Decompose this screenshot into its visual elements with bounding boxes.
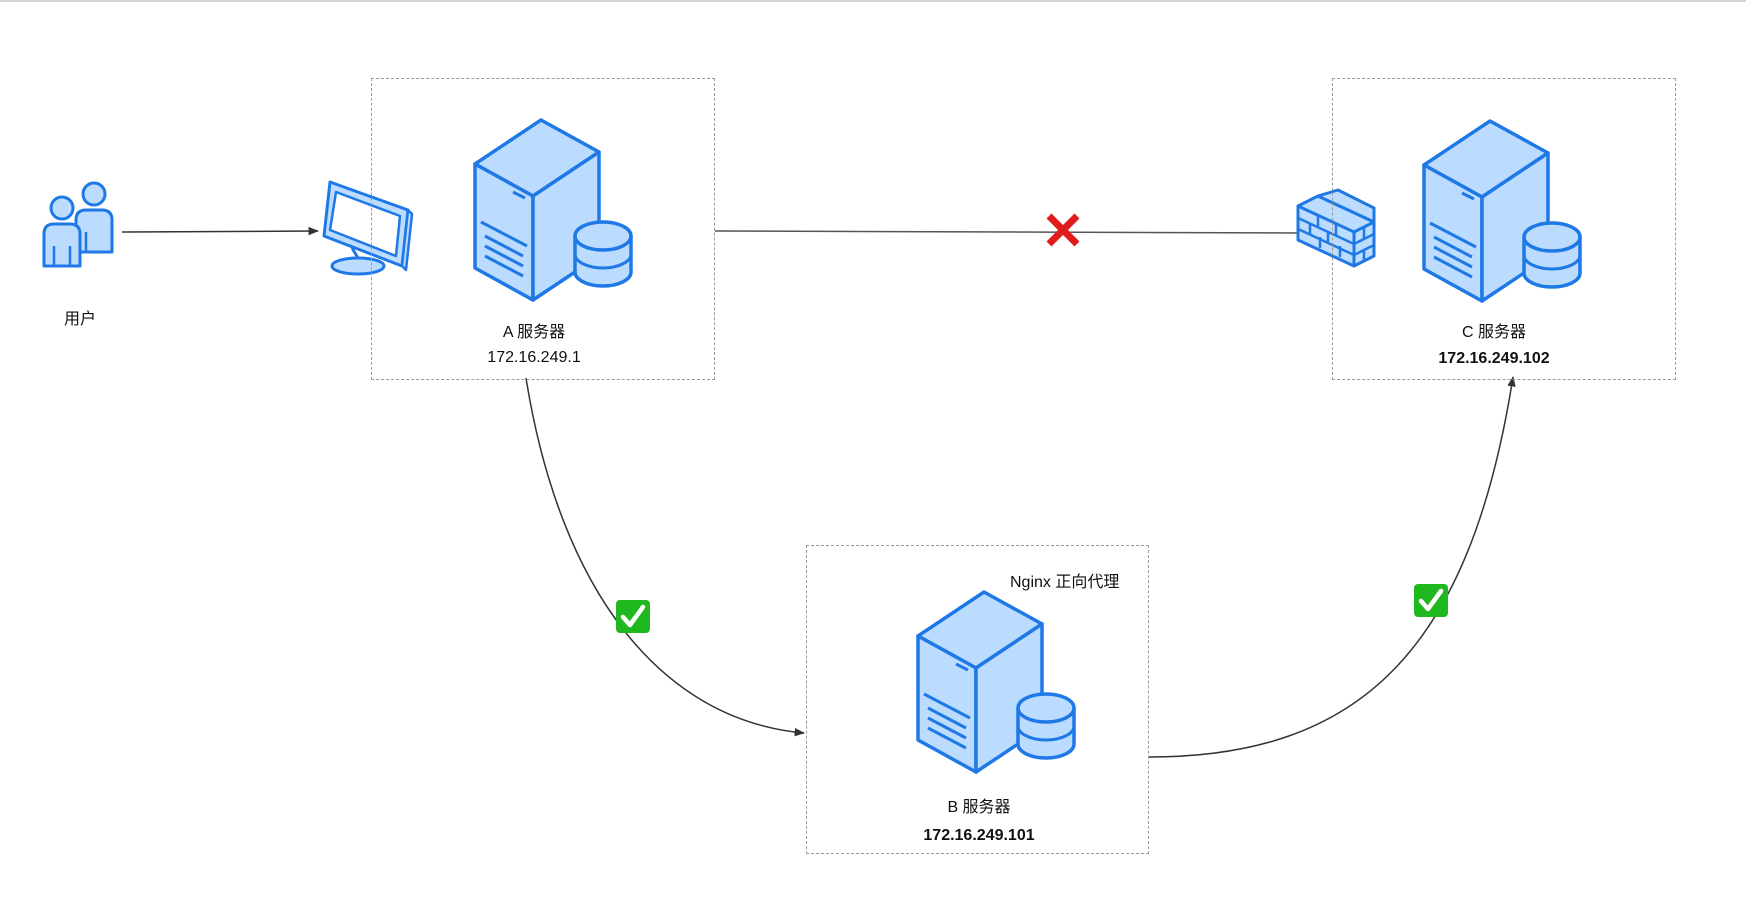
check-icon-a-to-b [616,600,650,633]
check-icon-b-to-c [1414,584,1448,617]
server-b-ip: 172.16.249.101 [923,827,1035,844]
users-icon [42,181,114,268]
connector-user-to-client [121,226,320,236]
server-a-name: A 服务器 [502,324,566,341]
server-c-group [1332,78,1676,380]
connector-a-to-b [525,377,806,737]
cross-icon [1046,213,1080,247]
server-c-name: C 服务器 [1461,324,1527,341]
server-b-name: B 服务器 [947,799,1011,816]
server-c-ip: 172.16.249.102 [1438,350,1550,367]
user-label: 用户 [63,311,97,328]
connector-b-to-c [1148,375,1516,758]
server-b-role: Nginx 正向代理 [1010,574,1120,591]
server-a-group [371,78,715,380]
server-b-group [806,545,1149,854]
server-a-ip: 172.16.249.1 [487,349,581,366]
connector-a-to-c-blocked [714,230,1301,234]
